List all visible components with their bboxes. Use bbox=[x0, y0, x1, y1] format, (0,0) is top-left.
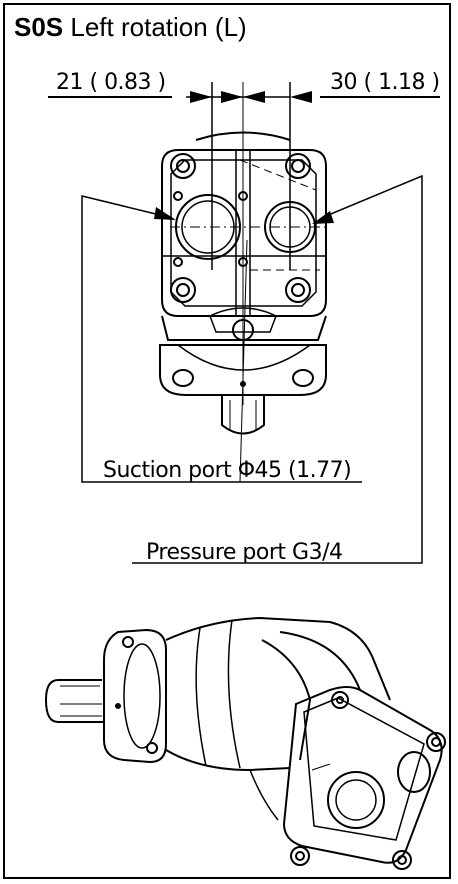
dimension-left: 21 ( 0.83 ) bbox=[56, 70, 166, 95]
dimension-right: 30 ( 1.18 ) bbox=[330, 70, 440, 95]
pump-front-view bbox=[159, 131, 330, 435]
suction-port-label: Suction port Φ45 (1.77) bbox=[103, 458, 352, 483]
rotation-label: Left rotation (L) bbox=[70, 12, 247, 42]
pressure-port-label: Pressure port G3/4 bbox=[146, 540, 343, 565]
drawing-frame bbox=[3, 3, 451, 879]
page-title: S0S Left rotation (L) bbox=[14, 12, 247, 43]
model-code: S0S bbox=[14, 12, 64, 42]
pump-perspective-view bbox=[44, 616, 446, 870]
leader-lines bbox=[81, 174, 423, 564]
